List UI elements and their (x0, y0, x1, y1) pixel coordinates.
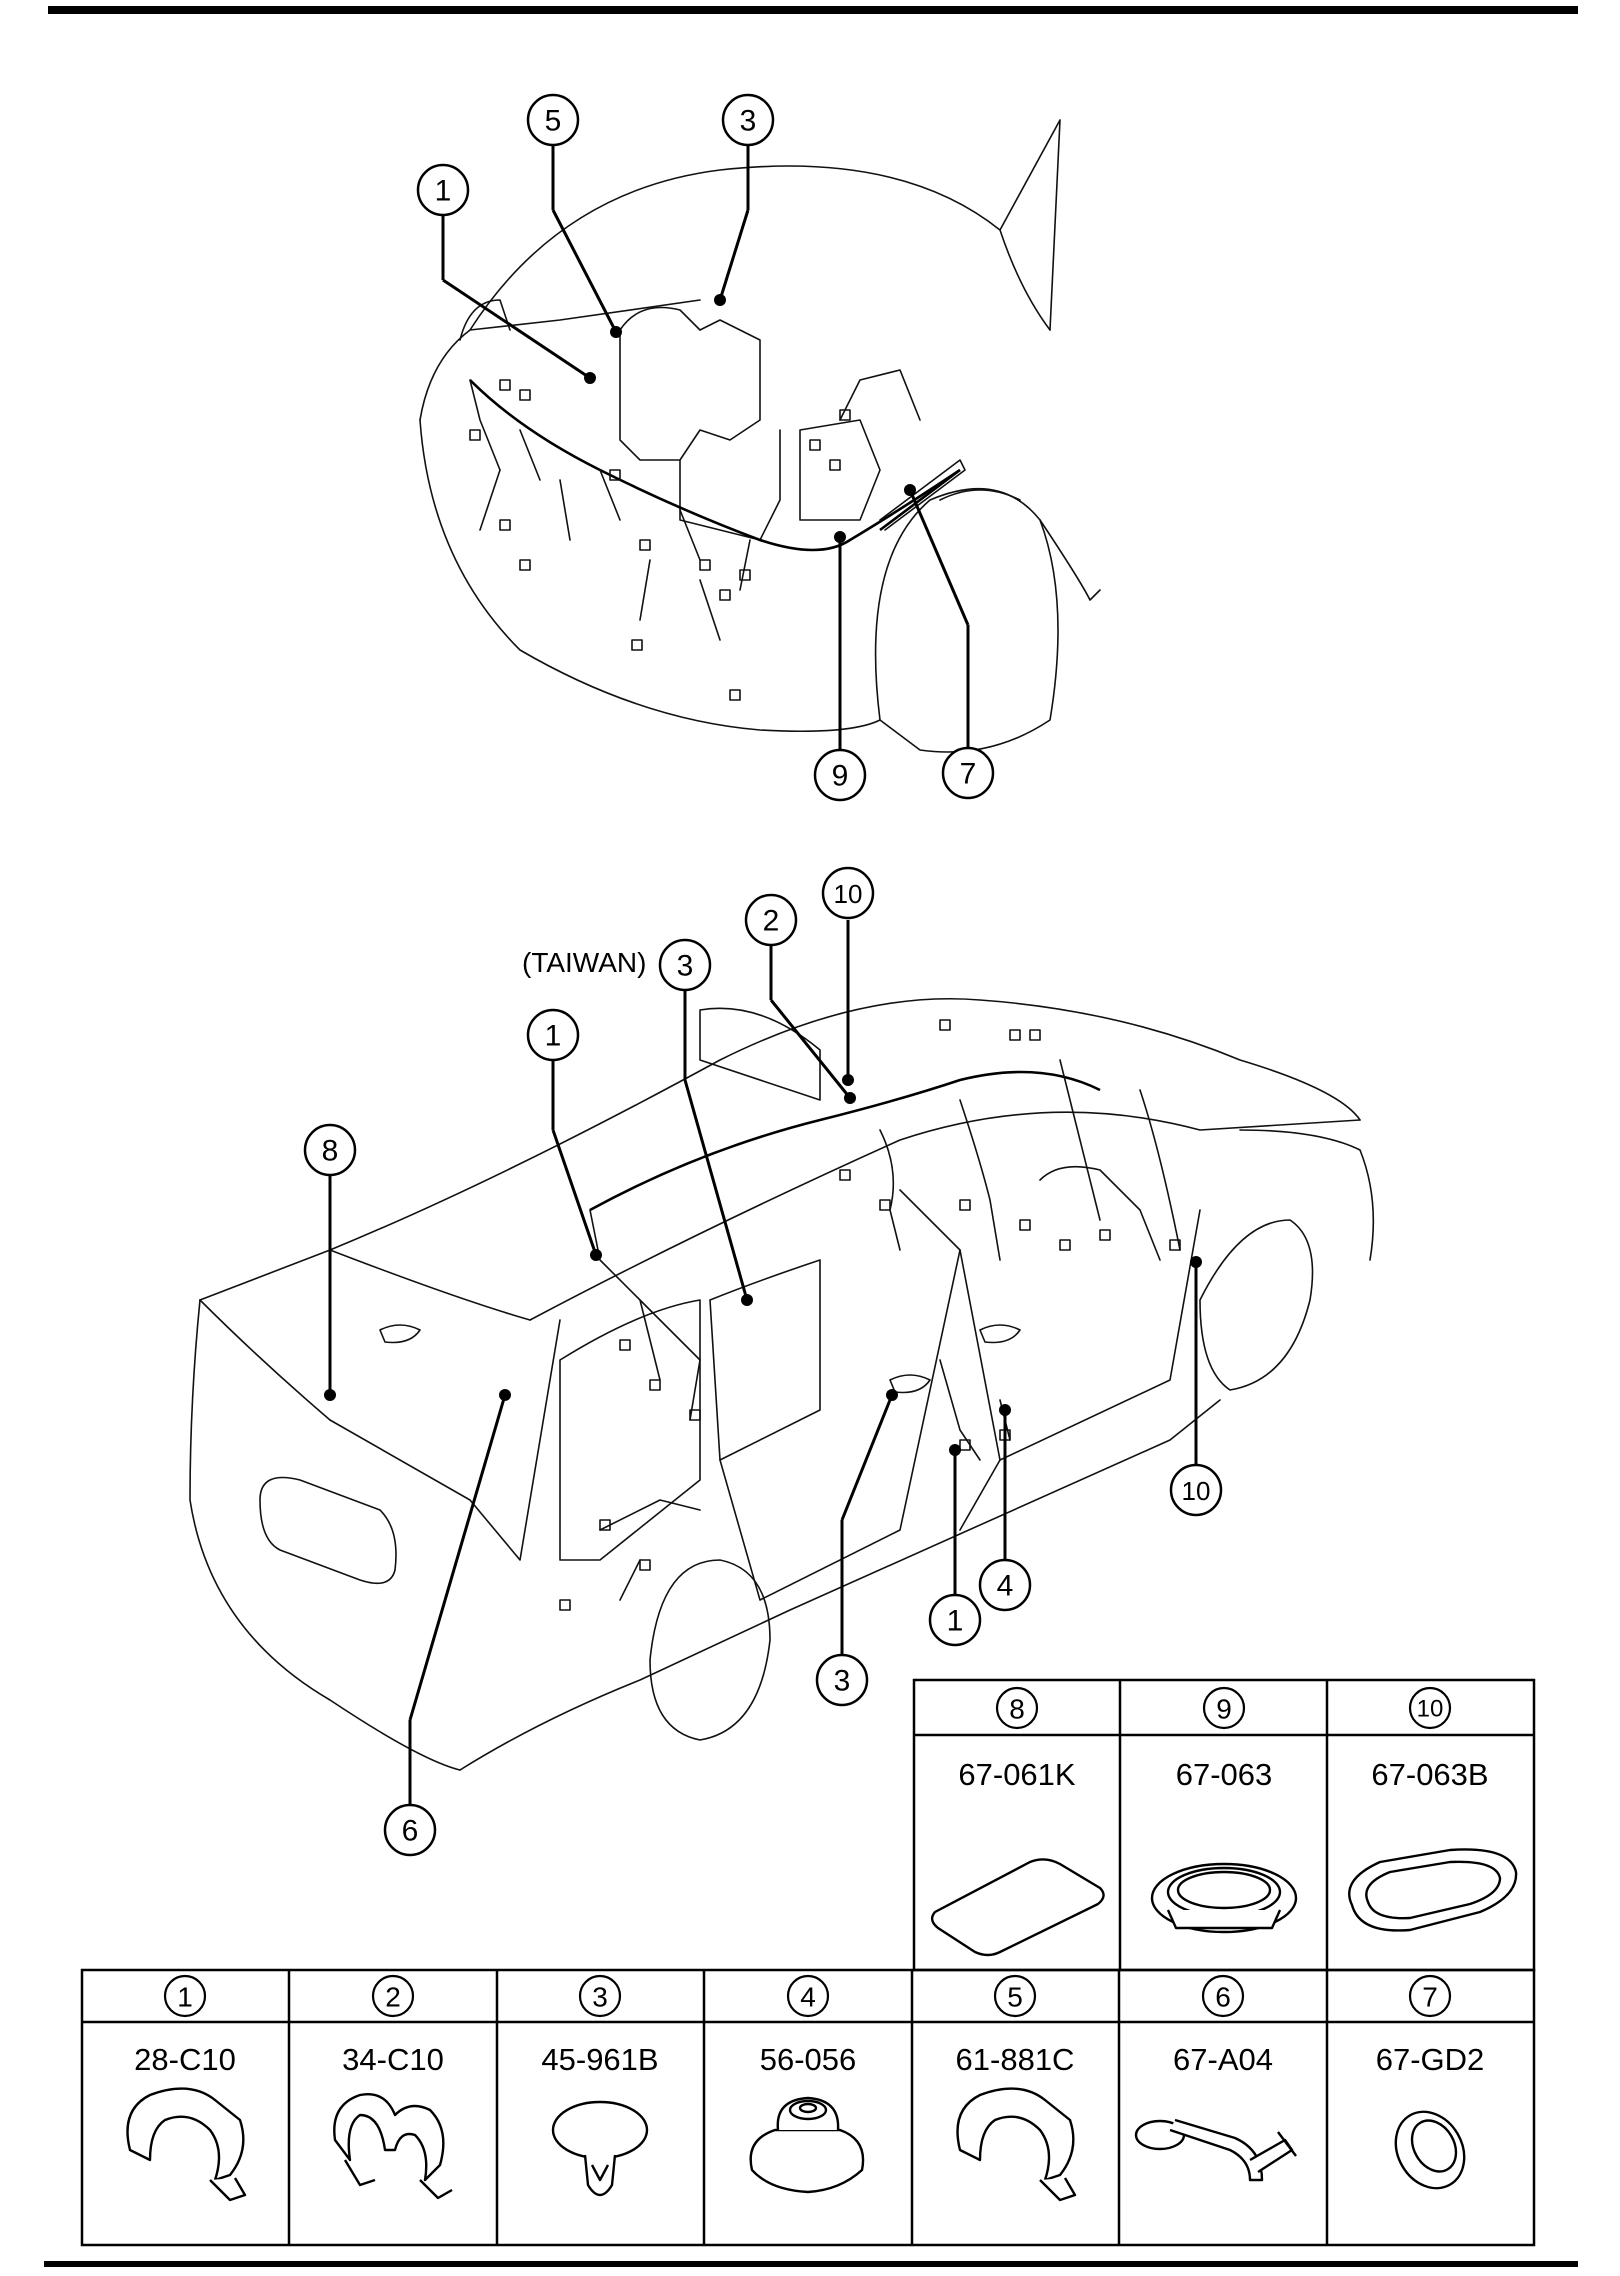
part-number: 9 (1216, 1694, 1232, 1725)
callout-1-lower: 1 (928, 1593, 982, 1647)
part-cell-1: 1 28-C10 (126, 1974, 247, 2202)
callout-top-1: 1 (416, 163, 470, 217)
harness-clamp-icon (956, 2087, 1077, 2202)
part-cell-4: 4 56-056 (749, 1974, 865, 2194)
callout-number: 9 (832, 760, 849, 793)
part-number: 6 (1215, 1982, 1231, 2013)
part-code: 67-063 (1176, 1757, 1273, 1792)
part-code: 28-C10 (134, 2042, 236, 2077)
callout-number: 1 (435, 175, 452, 208)
part-cell-8: 8 67-061K (930, 1686, 1105, 1957)
callout-2: 2 (744, 893, 798, 947)
double-clamp-icon (333, 2093, 453, 2200)
ring-grommet-icon (1394, 2110, 1466, 2190)
callout-top-7: 7 (941, 746, 995, 800)
part-number: 8 (1009, 1694, 1025, 1725)
oval-grommet-icon (1348, 1848, 1518, 1932)
callout-number: 7 (960, 758, 977, 791)
top-callouts (441, 145, 970, 750)
part-code: 61-881C (956, 2042, 1075, 2077)
part-code: 45-961B (541, 2042, 658, 2077)
callout-top-3: 3 (721, 93, 775, 147)
callout-10-top: 10 (821, 866, 875, 920)
pad-icon (930, 1858, 1105, 1957)
callout-number: 4 (997, 1570, 1014, 1603)
grommet-plug-icon (749, 2096, 865, 2194)
part-code: 67-061K (958, 1757, 1076, 1792)
callout-number: 6 (402, 1815, 419, 1848)
part-cell-6: 6 67-A04 (1134, 1974, 1297, 2182)
callout-10-right: 10 (1169, 1463, 1223, 1517)
push-clip-icon (551, 2100, 649, 2197)
part-code: 34-C10 (342, 2042, 444, 2077)
part-cell-10: 10 67-063B (1348, 1686, 1518, 1932)
callout-number: 10 (1182, 1476, 1211, 1506)
callout-number: 8 (322, 1135, 339, 1168)
part-number: 4 (800, 1982, 816, 2013)
callout-number: 2 (763, 905, 780, 938)
callout-1-upper: 1 (526, 1008, 580, 1062)
part-number: 3 (592, 1982, 608, 2013)
callout-number: 1 (947, 1605, 964, 1638)
part-cell-5: 5 61-881C (956, 1974, 1077, 2202)
parts-table-grid (80, 1678, 1536, 2247)
van-body-illustration (189, 997, 1375, 1771)
part-number: 5 (1007, 1982, 1023, 2013)
part-cell-9: 9 67-063 (1150, 1686, 1298, 1934)
callout-top-9: 9 (813, 748, 867, 802)
part-code: 67-063B (1371, 1757, 1488, 1792)
callout-6: 6 (383, 1803, 437, 1857)
harness-clamp-icon (126, 2087, 247, 2202)
part-cell-3: 3 45-961B (541, 1974, 659, 2197)
engine-bay-illustration (419, 119, 1101, 753)
callout-number: 10 (834, 879, 863, 909)
callout-top-5: 5 (526, 93, 580, 147)
part-number: 7 (1422, 1982, 1438, 2013)
part-number: 2 (385, 1982, 401, 2013)
part-code: 67-A04 (1173, 2042, 1273, 2077)
taiwan-label: (TAIWAN) (522, 947, 646, 978)
part-cell-2: 2 34-C10 (333, 1974, 453, 2200)
callout-number: 3 (740, 105, 757, 138)
callout-8: 8 (303, 1123, 357, 1177)
part-number: 10 (1417, 1696, 1444, 1723)
round-grommet-icon (1150, 1862, 1298, 1934)
callout-number: 3 (834, 1665, 851, 1698)
part-code: 56-056 (760, 2042, 857, 2077)
callout-number: 5 (545, 105, 562, 138)
callout-number: 3 (677, 950, 694, 983)
callout-3-lower: 3 (815, 1653, 869, 1707)
callout-number: 1 (545, 1020, 562, 1053)
bottom-callouts-leaders (324, 920, 1202, 1805)
part-cell-7: 7 67-GD2 (1376, 1974, 1485, 2190)
callout-3-taiwan: 3 (658, 938, 712, 992)
tube-grommet-icon (1134, 2118, 1297, 2182)
part-code: 67-GD2 (1376, 2042, 1485, 2077)
part-number: 1 (177, 1982, 193, 2013)
callout-4: 4 (978, 1558, 1032, 1612)
